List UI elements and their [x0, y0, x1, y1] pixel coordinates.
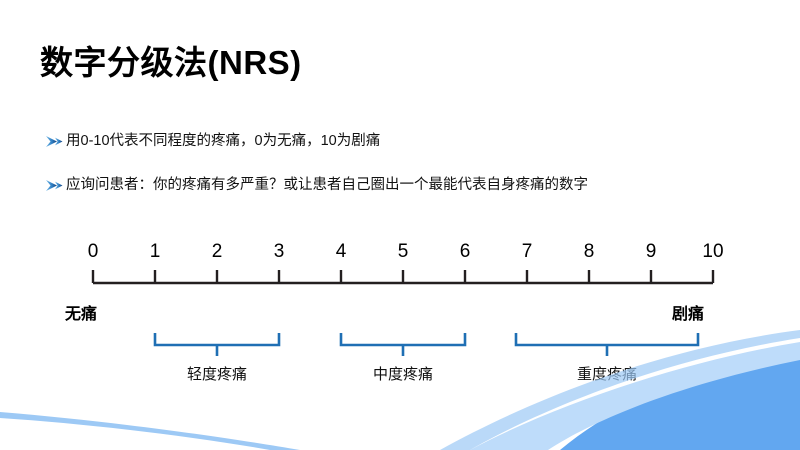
arrow-bullet-icon: [44, 176, 66, 196]
scale-number-5[interactable]: 5: [397, 241, 409, 262]
scale-number-8[interactable]: 8: [583, 241, 595, 262]
scale-number-10[interactable]: 10: [702, 241, 724, 262]
page-title: 数字分级法(NRS): [40, 44, 302, 81]
arrow-bullet-icon: [44, 132, 66, 152]
bullet-list: 用0-10代表不同程度的疼痛，0为无痛，10为剧痛 应询问患者：你的疼痛: [44, 131, 764, 219]
scale-number-2[interactable]: 2: [211, 241, 223, 262]
band-label-moderate: 中度疼痛: [372, 366, 434, 383]
scale-number-4[interactable]: 4: [335, 241, 347, 262]
list-item: 应询问患者：你的疼痛有多严重？或让患者自己圈出一个最能代表自身疼痛的数字: [44, 175, 764, 197]
scale-end-label-none: 无痛: [65, 306, 98, 323]
bullet-text: 应询问患者：你的疼痛有多严重？或让患者自己圈出一个最能代表自身疼痛的数字: [66, 177, 588, 193]
scale-end-label-extreme: 剧痛: [672, 306, 705, 323]
scale-number-9[interactable]: 9: [645, 241, 657, 262]
band-label-mild: 轻度疼痛: [186, 366, 248, 383]
scale-number-1[interactable]: 1: [149, 241, 161, 262]
axis-ticks: [91, 270, 715, 283]
list-item: 用0-10代表不同程度的疼痛，0为无痛，10为剧痛: [44, 131, 764, 153]
scale-number-7[interactable]: 7: [521, 241, 533, 262]
decorative-swoosh: [0, 330, 800, 450]
scale-number-3[interactable]: 3: [273, 241, 285, 262]
bullet-text: 用0-10代表不同程度的疼痛，0为无痛，10为剧痛: [66, 133, 381, 149]
scale-number-6[interactable]: 6: [459, 241, 471, 262]
scale-number-0[interactable]: 0: [87, 241, 99, 262]
